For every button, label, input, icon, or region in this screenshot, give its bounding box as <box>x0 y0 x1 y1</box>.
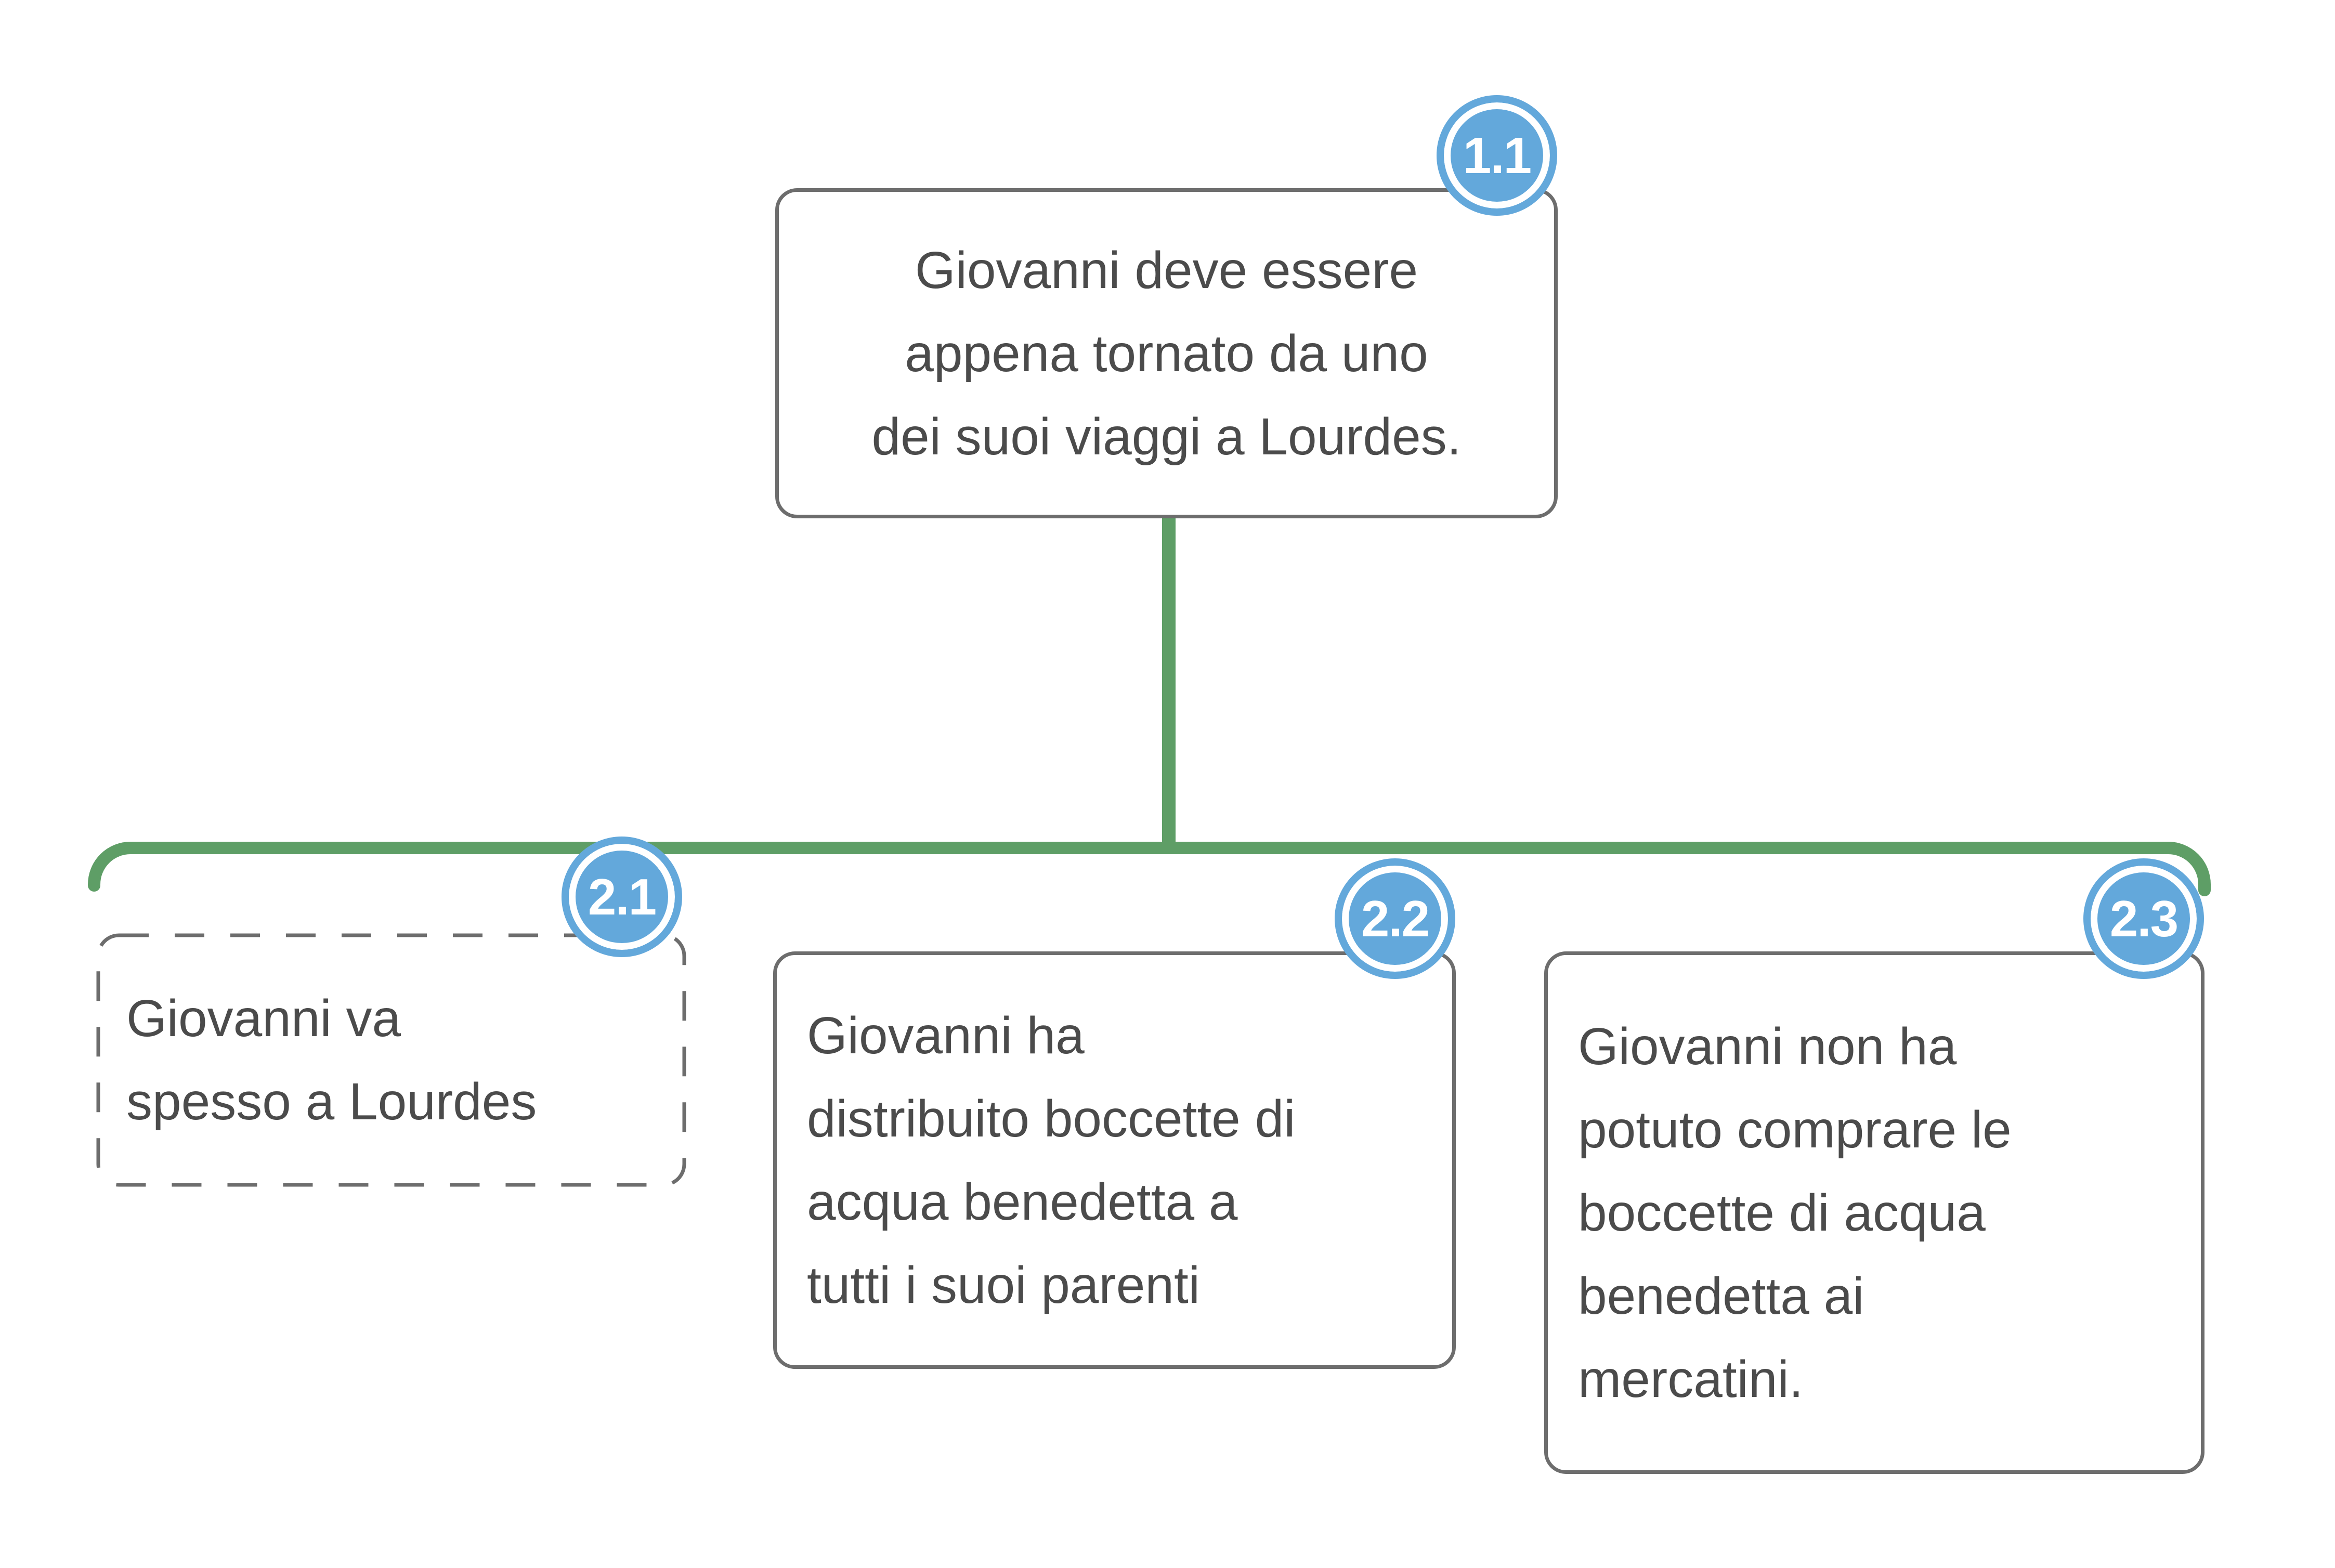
node-premise-2-3-badge[interactable]: 2.3 <box>2083 858 2204 979</box>
node-premise-2-3-badge-label: 2.3 <box>2109 890 2179 947</box>
node-premise-2-2-badge-label: 2.2 <box>1361 890 1430 947</box>
node-premise-2-2-badge[interactable]: 2.2 <box>1335 858 1455 979</box>
node-premise-2-1-text: Giovanni va spesso a Lourdes <box>126 989 537 1131</box>
node-claim-1-1-text: Giovanni deve essere appena tornato da u… <box>871 241 1462 466</box>
node-premise-2-1-badge-label: 2.1 <box>588 868 657 925</box>
node-premise-2-2-text: Giovanni ha distribuito boccette di acqu… <box>807 1006 1296 1314</box>
connector-bracket-line <box>88 842 2211 896</box>
node-premise-2-1[interactable]: Giovanni va spesso a Lourdes 2.1 <box>96 837 686 1187</box>
node-premise-2-2[interactable]: Giovanni ha distribuito boccette di acqu… <box>773 858 1456 1369</box>
node-premise-2-3[interactable]: Giovanni non ha potuto comprare le bocce… <box>1544 858 2204 1474</box>
node-premise-2-1-dashed-border <box>96 933 686 1187</box>
node-premise-2-1-badge[interactable]: 2.1 <box>562 837 682 957</box>
node-claim-1-1[interactable]: Giovanni deve essere appena tornato da u… <box>775 95 1558 518</box>
node-premise-2-3-text: Giovanni non ha potuto comprare le bocce… <box>1578 1017 2012 1408</box>
node-claim-1-1-badge[interactable]: 1.1 <box>1437 95 1557 216</box>
node-claim-1-1-badge-label: 1.1 <box>1463 126 1532 184</box>
